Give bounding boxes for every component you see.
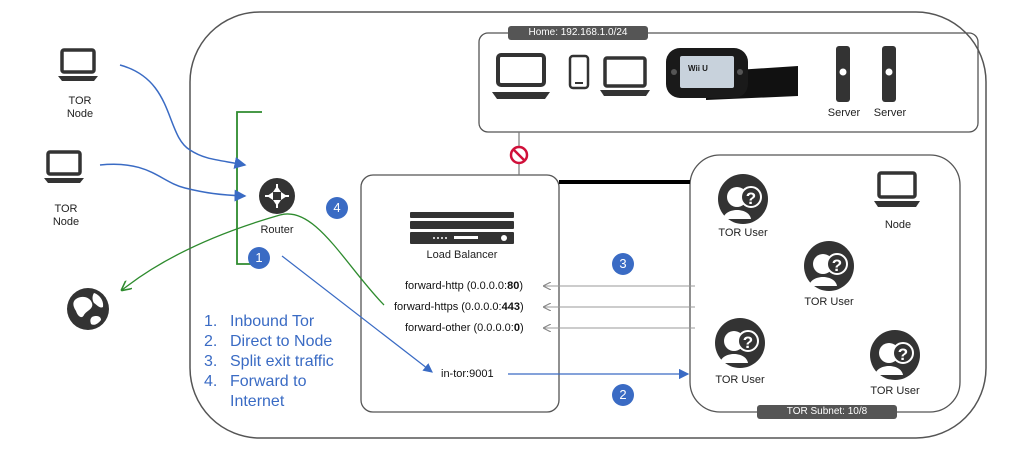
tor-user-icon: ? bbox=[715, 318, 765, 368]
svg-text:?: ? bbox=[832, 256, 842, 275]
tor-subnet-label: TOR Subnet: 10/8 bbox=[757, 405, 897, 419]
tor-user-icon: ? bbox=[804, 241, 854, 291]
tor-node-label-2: TOR Node bbox=[52, 203, 80, 228]
server-label-1: Server bbox=[827, 107, 861, 119]
legend: 1. Inbound Tor 2. Direct to Node 3. Split e… bbox=[204, 312, 334, 412]
legend-item: 2. Direct to Node bbox=[204, 332, 334, 352]
svg-text:?: ? bbox=[746, 189, 756, 208]
laptop-icon bbox=[44, 150, 84, 183]
tor-user-label-4: TOR User bbox=[870, 385, 920, 397]
home-network-box bbox=[478, 32, 979, 133]
tor-node-label-1: TOR Node bbox=[66, 95, 94, 120]
server-icon bbox=[836, 46, 850, 102]
marker-2: 2 bbox=[612, 384, 634, 406]
tor-user-label-3: TOR User bbox=[715, 374, 765, 386]
legend-text: Forward to bbox=[230, 373, 307, 390]
forward-other-suffix: ) bbox=[519, 322, 524, 334]
blocked-icon bbox=[509, 145, 529, 165]
forward-https-suffix: ) bbox=[519, 301, 524, 313]
forward-http-suffix: ) bbox=[519, 280, 524, 292]
forward-https-port: 443 bbox=[501, 301, 520, 313]
forward-other-port: 0 bbox=[513, 322, 520, 334]
node-label: Node bbox=[884, 219, 912, 231]
in-tor-label: in-tor:9001 bbox=[441, 368, 494, 380]
flow-forward-internet bbox=[122, 213, 385, 306]
flow-tor-node-1 bbox=[119, 64, 247, 169]
forward-https-prefix: forward-https (0.0.0.0: bbox=[394, 301, 502, 313]
load-balancer-box bbox=[360, 174, 560, 413]
tor-user-label-2: TOR User bbox=[804, 296, 854, 308]
server-label-2: Server bbox=[873, 107, 907, 119]
console-logo: Wii U bbox=[688, 64, 708, 73]
svg-text:?: ? bbox=[898, 345, 908, 364]
forward-http-port: 80 bbox=[507, 280, 520, 292]
svg-text:?: ? bbox=[743, 333, 753, 352]
legend-item: 3. Split exit traffic bbox=[204, 352, 334, 372]
outer-network-boundary bbox=[189, 11, 987, 439]
legend-num: 3. bbox=[204, 353, 218, 370]
server-icon bbox=[882, 46, 896, 102]
legend-text: Split exit traffic bbox=[230, 353, 334, 370]
phone-icon bbox=[568, 54, 590, 90]
home-network-label: Home: 192.168.1.0/24 bbox=[508, 26, 648, 40]
tor-user-label-1: TOR User bbox=[718, 227, 768, 239]
legend-item: Internet bbox=[204, 392, 334, 412]
marker-1: 1 bbox=[248, 247, 270, 269]
router-label: Router bbox=[260, 224, 294, 236]
laptop-icon bbox=[600, 56, 650, 96]
forward-http-prefix: forward-http (0.0.0.0: bbox=[405, 280, 508, 292]
legend-item: 1. Inbound Tor bbox=[204, 312, 334, 332]
legend-text: Internet bbox=[230, 393, 285, 410]
legend-text: Inbound Tor bbox=[230, 313, 315, 330]
tor-user-icon: ? bbox=[870, 330, 920, 380]
laptop-icon bbox=[58, 48, 98, 81]
legend-num: 1. bbox=[204, 313, 218, 330]
forward-https-entry: forward-https (0.0.0.0:443) bbox=[394, 301, 524, 313]
laptop-icon bbox=[492, 53, 550, 99]
load-balancer-icon bbox=[410, 212, 514, 244]
flow-tor-node-2 bbox=[99, 163, 247, 202]
load-balancer-label: Load Balancer bbox=[426, 249, 498, 261]
marker-4: 4 bbox=[326, 197, 348, 219]
legend-num: 4. bbox=[204, 373, 218, 390]
router-icon bbox=[259, 178, 295, 214]
forward-other-prefix: forward-other (0.0.0.0: bbox=[405, 322, 514, 334]
marker-3: 3 bbox=[612, 253, 634, 275]
router-bracket bbox=[236, 111, 262, 265]
game-console-icon bbox=[666, 48, 798, 100]
globe-icon bbox=[67, 288, 109, 330]
laptop-icon bbox=[874, 171, 920, 207]
tor-user-icon: ? bbox=[718, 174, 768, 224]
legend-num: 2. bbox=[204, 333, 218, 350]
legend-item: 4. Forward to bbox=[204, 372, 334, 392]
forward-other-entry: forward-other (0.0.0.0:0) bbox=[405, 322, 524, 334]
forward-http-entry: forward-http (0.0.0.0:80) bbox=[405, 280, 523, 292]
flow-router-in-tor bbox=[281, 255, 433, 373]
legend-text: Direct to Node bbox=[230, 333, 333, 350]
